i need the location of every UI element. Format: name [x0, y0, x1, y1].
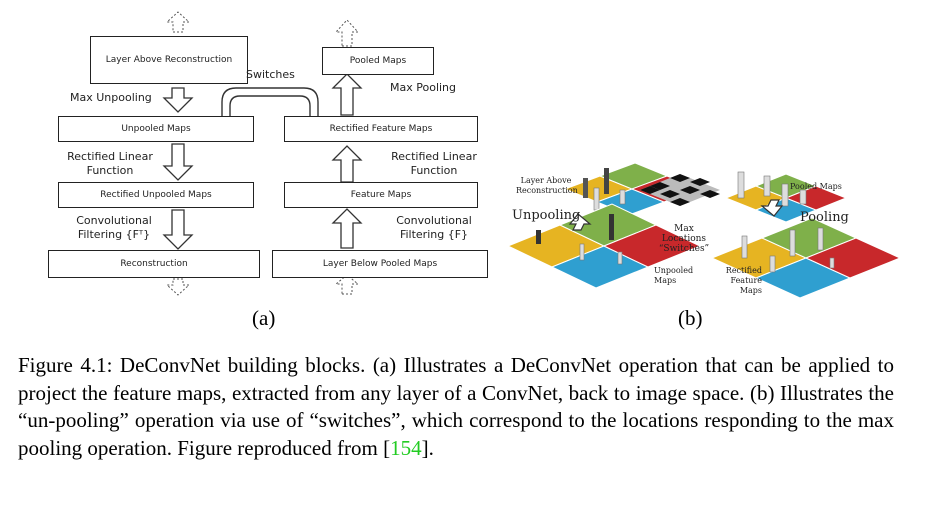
unpooled-maps-grid [506, 203, 702, 289]
unpooled-maps-box: Unpooled Maps [58, 116, 254, 142]
pooled-maps-label: Pooled Maps [790, 182, 842, 191]
pooled-maps-box: Pooled Maps [322, 47, 434, 75]
unpooling-label: Unpooling [512, 208, 581, 223]
pooling-arrow [760, 199, 784, 217]
reconstruction-box: Reconstruction [48, 250, 260, 278]
max-locations-switches-label: Max Locations “Switches” [658, 224, 710, 254]
rectified-feature-maps-box: Rectified Feature Maps [284, 116, 478, 142]
up-arrow [331, 73, 363, 249]
convolutional-filtering-label-left: Convolutional Filtering {Fᵀ} [76, 214, 152, 241]
feature-maps-box: Feature Maps [284, 182, 478, 208]
convolutional-filtering-label-right: Convolutional Filtering {F} [396, 214, 472, 241]
caption-text: Figure 4.1: DeConvNet building blocks. (… [18, 353, 894, 460]
unpooled-maps-label: Unpooled Maps [654, 266, 694, 285]
dashed-arrow [165, 11, 191, 296]
figure-graphic [162, 11, 902, 299]
rectified-linear-label-left: Rectified Linear Function [67, 150, 153, 177]
rectified-unpooled-maps-box: Rectified Unpooled Maps [58, 182, 254, 208]
rectified-feature-maps-label: Rectified Feature Maps [725, 266, 762, 295]
rectified-feature-maps-grid [710, 217, 902, 299]
down-arrow [162, 87, 194, 250]
pooling-label: Pooling [800, 210, 849, 225]
layer-below-pooled-maps-box: Layer Below Pooled Maps [272, 250, 488, 278]
panel-a-label: (a) [252, 306, 276, 330]
layer-above-reconstruction-label: Layer Above Reconstruction [516, 176, 578, 195]
layer-above-reconstruction-box: Layer Above Reconstruction [90, 36, 248, 84]
caption-end: ]. [421, 435, 434, 460]
switches-grid [640, 174, 720, 206]
dashed-arrow [334, 19, 360, 295]
unpooling-arrow [568, 213, 592, 231]
max-unpooling-label: Max Unpooling [70, 91, 152, 104]
citation-link[interactable]: 154 [390, 435, 422, 460]
switches-label: Switches [246, 68, 295, 81]
switches-connector [221, 87, 319, 116]
max-pooling-label: Max Pooling [390, 81, 457, 94]
panel-b-label: (b) [678, 306, 703, 330]
figure-caption: Figure 4.1: DeConvNet building blocks. (… [18, 352, 894, 462]
rectified-linear-label-right: Rectified Linear Function [391, 150, 477, 177]
